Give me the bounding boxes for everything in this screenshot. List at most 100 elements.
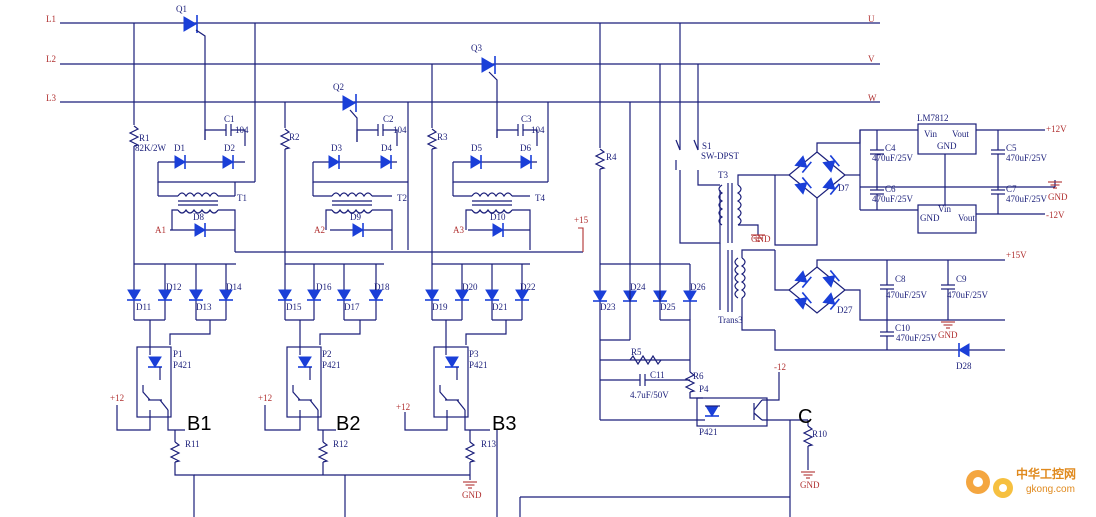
c6-label: C6	[885, 184, 896, 194]
m12-rail: -12	[774, 362, 786, 372]
d12-label: D12	[166, 282, 182, 292]
p1-label: P1	[173, 349, 183, 359]
t2-label: T2	[397, 193, 407, 203]
p3-label: P3	[469, 349, 479, 359]
d2-label: D2	[224, 143, 235, 153]
d13-label: D13	[196, 302, 212, 312]
q1-label: Q1	[176, 4, 187, 14]
c11-label: C11	[650, 370, 665, 380]
d22-label: D22	[520, 282, 536, 292]
a1-terminal: A1	[155, 225, 166, 235]
c4-label: C4	[885, 143, 896, 153]
p15v-rail: +15V	[1006, 250, 1027, 260]
line-l3-label: L3	[46, 93, 56, 103]
output-b3: B3	[492, 413, 516, 435]
output-b1: B1	[187, 413, 211, 435]
p12-rail-3: +12	[396, 402, 410, 412]
r2-label: R2	[289, 132, 300, 142]
c1-label: C1	[224, 114, 235, 124]
d19-label: D19	[432, 302, 448, 312]
watermark-cn: 中华工控网	[1016, 466, 1076, 481]
reg2-vin: Vin	[938, 204, 951, 214]
d21-label: D21	[492, 302, 508, 312]
c3-value: 104	[531, 125, 545, 135]
reg1-vin: Vin	[924, 129, 937, 139]
d10-label: D10	[490, 212, 506, 222]
a2-terminal: A2	[314, 225, 325, 235]
r5-label: R5	[631, 347, 642, 357]
reg1-vout: Vout	[952, 129, 969, 139]
thyristor-q3	[481, 56, 498, 138]
c2-label: C2	[383, 114, 394, 124]
regulator-part: LM7812	[917, 113, 949, 123]
c9-label: C9	[956, 274, 967, 284]
p3-part: P421	[469, 360, 488, 370]
c6-value: 470uF/25V	[872, 194, 914, 204]
trigger-block-2	[280, 102, 409, 264]
p4-label: P4	[699, 384, 709, 394]
opto-block-2	[264, 340, 346, 517]
output-b2: B2	[336, 413, 360, 435]
c7-value: 470uF/25V	[1006, 194, 1048, 204]
r1-value: 82K/2W	[135, 143, 167, 153]
watermark-url: gkong.com	[1026, 484, 1075, 495]
line-w-label: W	[868, 93, 877, 103]
trigger-block-1	[129, 23, 583, 264]
d26-label: D26	[690, 282, 706, 292]
c4-value: 470uF/25V	[872, 153, 914, 163]
line-l2-label: L2	[46, 54, 56, 64]
line-v-label: V	[868, 54, 875, 64]
p12-rail-1: +12	[110, 393, 124, 403]
t4-label: T4	[535, 193, 545, 203]
gear-logo-icon	[966, 470, 1013, 498]
c7-label: C7	[1006, 184, 1017, 194]
d24-label: D24	[630, 282, 646, 292]
line-u-label: U	[868, 14, 875, 24]
reg2-vout: Vout	[958, 213, 975, 223]
q3-label: Q3	[471, 43, 482, 53]
r1-label: R1	[139, 133, 150, 143]
r10-label: R10	[812, 429, 828, 439]
p4-part: P421	[699, 427, 718, 437]
output-c: C	[798, 406, 812, 428]
gnd-label-5: GND	[938, 330, 958, 340]
d11-label: D11	[136, 302, 151, 312]
gnd-label-2: GND	[800, 480, 820, 490]
c8-value: 470uF/25V	[886, 290, 928, 300]
reg2-gnd: GND	[920, 213, 940, 223]
d28-label: D28	[956, 361, 972, 371]
c10-label: C10	[895, 323, 911, 333]
d8-label: D8	[193, 212, 204, 222]
c5-value: 470uF/25V	[1006, 153, 1048, 163]
gnd-label-4: GND	[1048, 192, 1068, 202]
d1-label: D1	[174, 143, 185, 153]
rectifier-bank-3	[424, 263, 530, 345]
d5-label: D5	[471, 143, 482, 153]
three-phase-lines	[60, 22, 880, 103]
watermark: 中华工控网 gkong.com	[966, 466, 1076, 498]
p15-rail-1: +15	[574, 215, 589, 225]
p2-part: P421	[322, 360, 341, 370]
line-l1-label: L1	[46, 14, 56, 24]
thyristor-q1	[183, 15, 206, 140]
c3-label: C3	[521, 114, 532, 124]
c8-label: C8	[895, 274, 906, 284]
p1-part: P421	[173, 360, 192, 370]
opto-block-1	[116, 340, 470, 517]
c1-value: 104	[235, 125, 249, 135]
m12v-rail: -12V	[1046, 210, 1065, 220]
d7-label: D7	[838, 183, 849, 193]
p12v-rail: +12V	[1046, 124, 1067, 134]
c10-value: 470uF/25V	[896, 333, 938, 343]
p2-label: P2	[322, 349, 332, 359]
d17-label: D17	[344, 302, 360, 312]
s1-label: S1	[702, 141, 712, 151]
q2-label: Q2	[333, 82, 344, 92]
p12-rail-2: +12	[258, 393, 272, 403]
opto-block-3	[404, 340, 498, 517]
trans3-label: Trans3	[718, 315, 743, 325]
r3-label: R3	[437, 132, 448, 142]
d20-label: D20	[462, 282, 478, 292]
power-supply	[675, 23, 1063, 358]
